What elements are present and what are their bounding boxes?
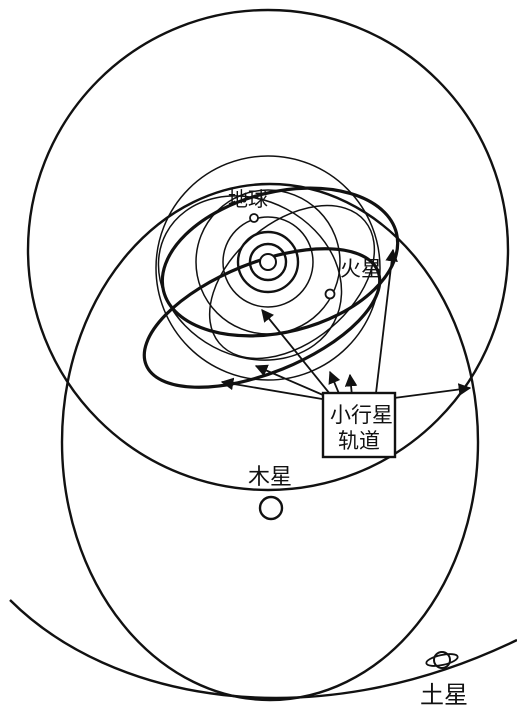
earth-label: 地球	[228, 187, 268, 211]
asteroid-orbit-d	[181, 175, 404, 389]
asteroid-orbits-label-line1: 小行星	[330, 403, 393, 427]
mars-planet	[326, 290, 335, 299]
sun	[260, 254, 276, 270]
asteroid-orbits-label-line2: 轨道	[338, 429, 380, 453]
outer-circle-orbit	[28, 10, 508, 490]
jupiter-planet	[260, 497, 282, 519]
asteroid-orbit-b	[125, 220, 398, 416]
jupiter-label: 木星	[248, 465, 292, 490]
saturn-label: 土星	[420, 681, 468, 709]
earth-planet	[250, 214, 258, 222]
mars-label: 火星	[340, 257, 382, 281]
